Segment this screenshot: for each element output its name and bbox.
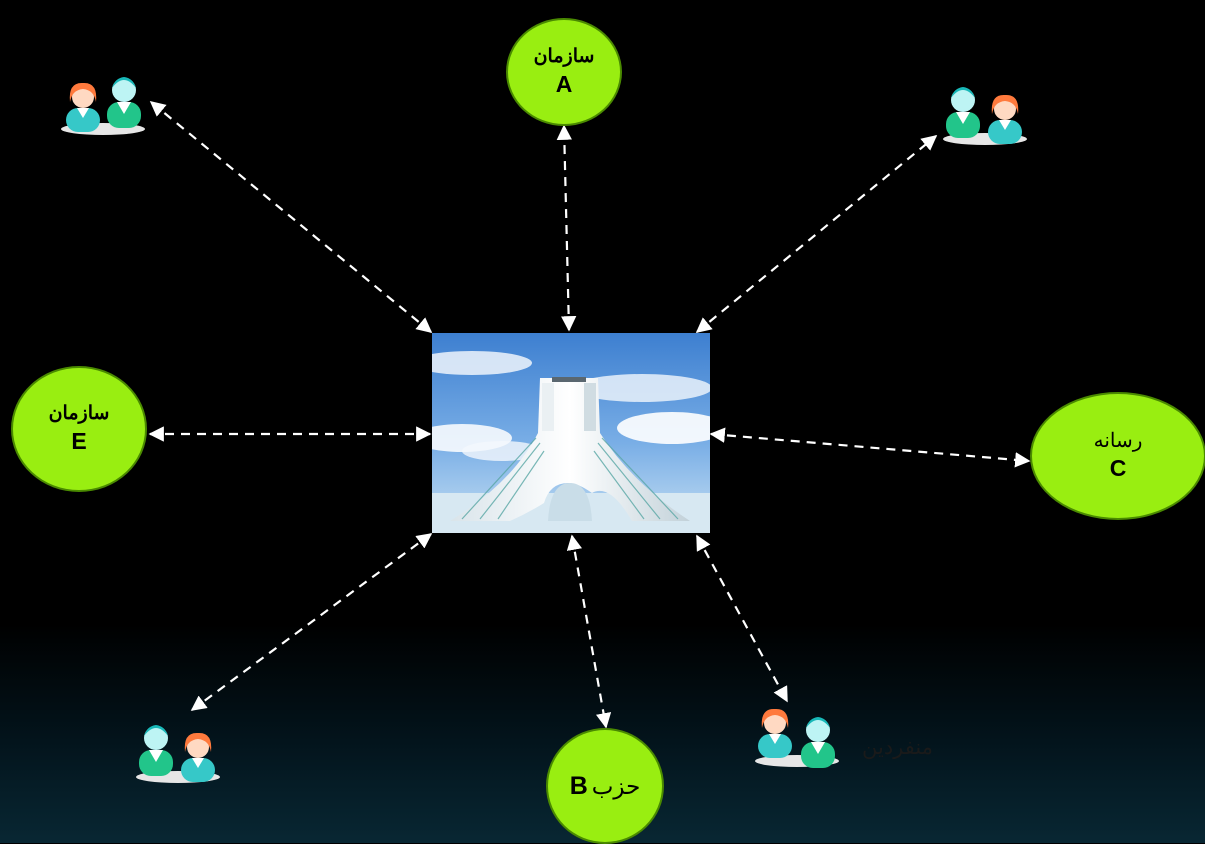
organization-a-node: سازمان A: [506, 18, 622, 126]
connector-center-to-people-bottomleft: [190, 533, 433, 711]
connector-center-to-individuals: [696, 534, 788, 703]
connector-center-to-a: [556, 124, 577, 332]
organization-a-letter: A: [555, 71, 573, 97]
party-b-name: حزب: [591, 773, 641, 799]
connector-center-to-people-topright: [695, 135, 938, 333]
connector-center-to-c: [709, 427, 1031, 468]
organization-a-name: سازمان: [533, 46, 595, 67]
people-pair-icon: [940, 80, 1030, 151]
media-c-node: رسانه C: [1030, 392, 1205, 520]
connector-center-to-people-topleft: [149, 101, 433, 333]
connector-center-to-b: [566, 534, 612, 729]
individuals-label: منفردین: [862, 736, 933, 759]
party-b-letter: B: [569, 772, 588, 800]
organization-e-letter: E: [71, 428, 87, 454]
people-pair-icon: [133, 718, 223, 789]
organization-e-name: سازمان: [48, 403, 110, 424]
azadi-tower-photo: [432, 333, 710, 533]
party-b-node: B حزب: [546, 728, 664, 844]
people-pair-icon: [752, 702, 842, 773]
media-c-letter: C: [1109, 455, 1127, 481]
media-c-name: رسانه: [1093, 430, 1143, 452]
people-pair-icon: [58, 70, 148, 141]
organization-e-node: سازمان E: [11, 366, 147, 492]
